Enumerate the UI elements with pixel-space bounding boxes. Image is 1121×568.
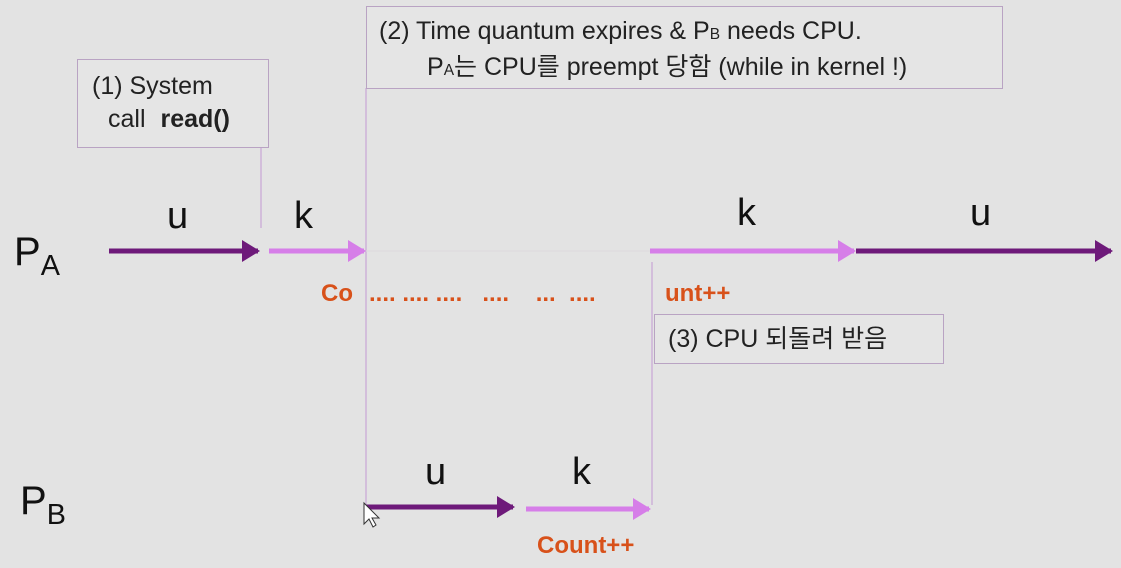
pa-kernel-label-2: k: [737, 192, 756, 234]
callout-preempt-line2: PA는 CPU를 preempt 당함 (while in kernel !): [379, 51, 1002, 87]
process-a-subscript: A: [40, 250, 60, 283]
count-b-text: Count++: [537, 532, 635, 559]
process-b-subscript: B: [46, 499, 66, 532]
callout-syscall-call: call: [108, 105, 146, 133]
process-a-label: PA: [14, 230, 60, 282]
pa-user-label-2: u: [970, 192, 992, 234]
callout-syscall-read: read(): [160, 105, 230, 133]
callout-resume: (3) CPU 되돌려 받음: [654, 314, 944, 364]
callout-preempt-line1-text: (2) Time quantum expires & P: [379, 17, 710, 45]
callout-syscall-line2: call read(): [92, 103, 268, 136]
callout-preempt-line1-sub: B: [709, 26, 721, 43]
callout-syscall-line1: (1) System: [92, 72, 213, 100]
callout-preempt: (2) Time quantum expires & PB needs CPU.…: [366, 6, 1003, 89]
callout-preempt-line2-letter: P: [427, 53, 444, 81]
process-b-label: PB: [20, 479, 66, 531]
mouse-cursor-icon: [363, 501, 381, 528]
count-a-start: Co: [321, 280, 353, 307]
callout-preempt-line2-text: 는 CPU를 preempt 당함 (while in kernel !): [454, 53, 908, 81]
process-b-letter: P: [20, 479, 47, 523]
pb-kernel-label: k: [572, 451, 591, 493]
count-a-dots: .... .... .... .... ... ....: [369, 280, 596, 307]
callout-preempt-line1-tail: needs CPU.: [720, 17, 862, 45]
pa-user-label-1: u: [167, 195, 189, 237]
callout-preempt-line2-sub: A: [443, 62, 455, 79]
pb-user-label: u: [425, 451, 447, 493]
pa-kernel-label-1: k: [294, 195, 313, 237]
process-a-letter: P: [14, 230, 41, 274]
count-a-end: unt++: [665, 280, 731, 307]
callout-preempt-line1: (2) Time quantum expires & PB needs CPU.: [379, 15, 1002, 51]
callout-resume-text: (3) CPU 되돌려 받음: [668, 325, 888, 353]
callout-syscall: (1) System call read(): [77, 59, 269, 148]
